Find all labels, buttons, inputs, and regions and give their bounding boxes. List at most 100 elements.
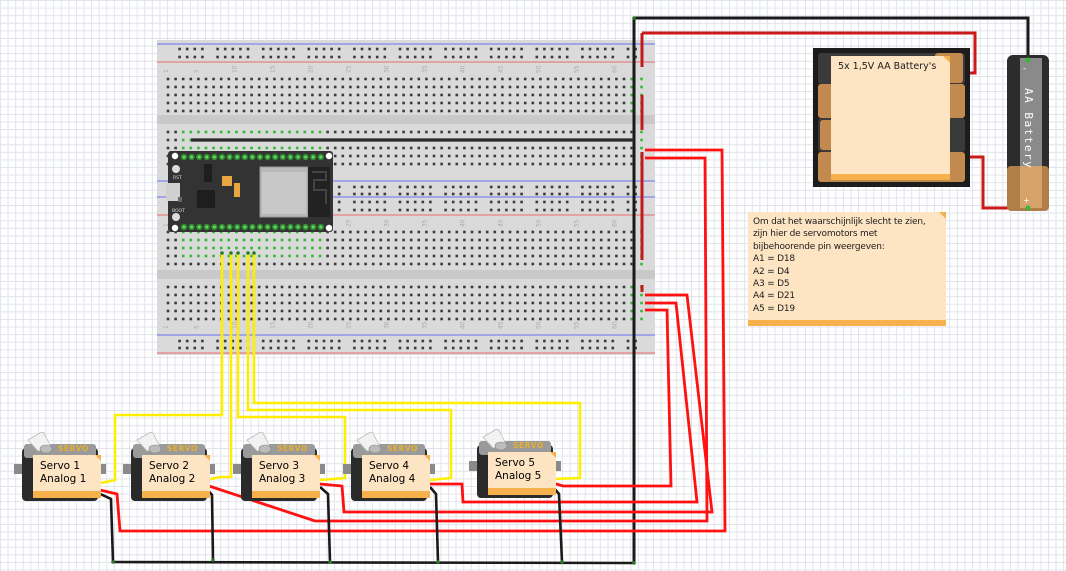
- rail-hole: [543, 346, 546, 350]
- breadboard-hole: [379, 85, 383, 89]
- breadboard-hole: [455, 301, 459, 305]
- breadboard-hole: [463, 77, 466, 81]
- breadboard-hole: [242, 146, 246, 150]
- breadboard-hole: [371, 285, 375, 289]
- rail-hole: [505, 346, 508, 350]
- servo-4-note[interactable]: Servo 4 Analog 4: [362, 455, 430, 498]
- rail-hole: [489, 200, 493, 204]
- breadboard-hole: [295, 309, 299, 313]
- breadboard-hole: [273, 254, 276, 258]
- breadboard-hole: [174, 262, 177, 266]
- breadboard-hole: [280, 254, 284, 258]
- rail-hole: [603, 208, 607, 212]
- rail-hole: [565, 185, 569, 189]
- breadboard-hole: [371, 146, 375, 150]
- breadboard-hole: [440, 246, 443, 250]
- breadboard-hole: [356, 93, 360, 97]
- breadboard-hole: [166, 293, 170, 297]
- breadboard-hole: [455, 309, 459, 313]
- breadboard-hole: [592, 93, 595, 97]
- rail-hole: [337, 208, 341, 212]
- servo-5-note[interactable]: Servo 5 Analog 5: [488, 452, 556, 495]
- breadboard-hole: [501, 146, 504, 150]
- rail-hole: [626, 346, 630, 350]
- pin-map-a3: A3 = D5: [753, 279, 790, 290]
- breadboard-hole: [501, 109, 504, 113]
- breadboard-hole: [425, 293, 428, 297]
- breadboard-hole: [333, 109, 337, 113]
- battery-pack-note[interactable]: 5x 1,5V AA Battery's: [831, 56, 950, 180]
- breadboard-hole: [447, 238, 451, 242]
- breadboard-hole: [577, 109, 580, 113]
- breadboard-hole: [295, 293, 299, 297]
- breadboard-hole: [531, 77, 535, 81]
- rail-hole: [383, 185, 387, 189]
- breadboard-hole: [531, 85, 535, 89]
- wire-signal-a4: [246, 253, 453, 482]
- rail-hole: [558, 346, 561, 350]
- breadboard-hole: [432, 254, 436, 258]
- info-note[interactable]: Om dat het waarschijnlijk slecht te zien…: [748, 212, 946, 326]
- breadboard-hole: [227, 301, 231, 305]
- breadboard-hole: [485, 293, 489, 297]
- breadboard-hole: [561, 162, 565, 166]
- rail-hole: [565, 339, 569, 343]
- rail-hole: [398, 339, 402, 343]
- breadboard-hole: [485, 85, 489, 89]
- rail-hole: [406, 339, 409, 343]
- breadboard-hole: [607, 109, 611, 113]
- rail-hole: [505, 339, 508, 343]
- breadboard-hole: [227, 285, 231, 289]
- breadboard-hole: [174, 293, 177, 297]
- servo-3-note[interactable]: Servo 3 Analog 3: [252, 455, 320, 498]
- breadboard-hole: [364, 93, 367, 97]
- breadboard-hole: [615, 109, 618, 113]
- breadboard-hole: [607, 254, 611, 258]
- rail-hole: [444, 192, 447, 196]
- breadboard-hole: [463, 293, 466, 297]
- breadboard-hole: [470, 285, 474, 289]
- breadboard-hole: [219, 238, 223, 242]
- esp32-pin-center: [228, 225, 232, 229]
- breadboard-hole: [622, 262, 626, 266]
- rail-hole: [368, 346, 371, 350]
- esp32-devkit[interactable]: RST BOOT: [166, 151, 333, 232]
- breadboard-hole: [273, 309, 276, 313]
- breadboard-hole: [569, 93, 573, 97]
- rail-hole: [322, 55, 326, 59]
- rail-hole: [193, 339, 197, 343]
- rail-hole: [406, 200, 409, 204]
- breadboard-hole: [371, 77, 375, 81]
- breadboard-hole: [425, 101, 428, 105]
- breadboard-hole: [387, 109, 390, 113]
- rail-hole: [588, 185, 592, 189]
- servo-2-note[interactable]: Servo 2 Analog 2: [142, 455, 210, 498]
- breadboard-hole: [402, 293, 405, 297]
- breadboard-hole: [303, 285, 307, 289]
- info-line: bijbehoorende pin weergeven:: [753, 241, 885, 252]
- servo-1-note[interactable]: Servo 1 Analog 1: [33, 455, 101, 498]
- note-footer: [33, 491, 101, 498]
- breadboard-hole: [235, 130, 238, 134]
- breadboard-hole: [417, 301, 421, 305]
- breadboard-hole: [417, 254, 421, 258]
- breadboard-hole: [250, 317, 253, 321]
- breadboard-hole: [523, 230, 527, 234]
- breadboard-hole: [311, 309, 314, 313]
- breadboard-hole: [394, 101, 398, 105]
- rail-hole: [421, 47, 425, 51]
- breadboard-hole: [379, 301, 383, 305]
- breadboard-hole: [508, 146, 512, 150]
- servo-analog: Analog 3: [259, 473, 306, 485]
- breadboard-hole: [607, 146, 611, 150]
- breadboard-hole: [265, 77, 269, 81]
- wire-junction: [328, 560, 332, 564]
- breadboard-hole: [295, 109, 299, 113]
- breadboard-hole: [333, 93, 337, 97]
- breadboard-hole: [227, 254, 231, 258]
- breadboard-hole: [599, 301, 603, 305]
- breadboard-hole: [508, 254, 512, 258]
- breadboard-hole: [349, 285, 352, 289]
- aa-battery[interactable]: - + AA Battery: [1007, 55, 1049, 211]
- breadboard-hole: [440, 309, 443, 313]
